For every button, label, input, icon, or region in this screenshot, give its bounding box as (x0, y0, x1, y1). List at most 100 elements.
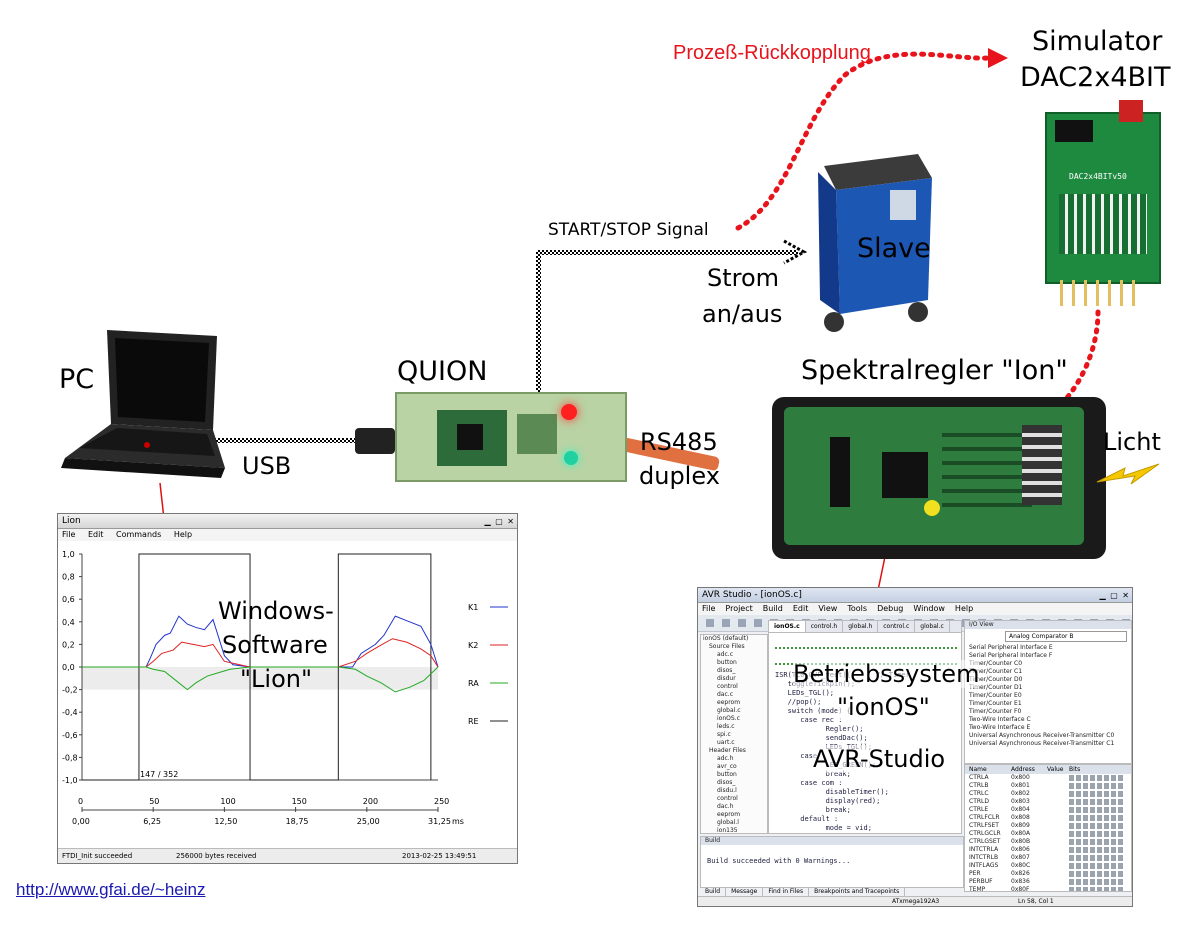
avr-menu-item[interactable]: File (702, 604, 716, 613)
avr-tree-item[interactable]: global.l (717, 819, 739, 826)
avr-menu-item[interactable]: Window (913, 604, 945, 613)
avr-editor-tab[interactable]: global.h (843, 621, 879, 632)
strom-label-line1: Strom (707, 264, 780, 292)
avr-tree-item[interactable]: control (717, 795, 738, 802)
betriebssystem-label-line1: Betriebssystem (793, 660, 980, 688)
avr-tree-item[interactable]: ionOS.c (717, 715, 740, 722)
avr-tree-item[interactable]: disdu.l (717, 787, 737, 794)
io-list-item[interactable]: Timer/Counter E1 (969, 700, 1022, 707)
usb-cable (203, 438, 355, 443)
build-message: Build succeeded with 0 Warnings... (707, 857, 851, 865)
avr-tree-item[interactable]: eeprom (717, 811, 741, 818)
avr-window-buttons[interactable]: ▁ ▢ ✕ (1099, 591, 1130, 600)
lion-window-buttons[interactable]: ▁ ▢ ✕ (484, 517, 515, 526)
register-address: 0x803 (1011, 798, 1030, 805)
avr-tree-item[interactable]: uart.c (717, 739, 735, 746)
avr-tree-item[interactable]: dac.c (717, 691, 733, 698)
avr-menu-item[interactable]: Project (725, 604, 753, 613)
avr-menu-item[interactable]: Debug (877, 604, 904, 613)
avr-tree-item[interactable]: ionOS (default) (703, 635, 749, 642)
avr-menu-item[interactable]: Edit (792, 604, 809, 613)
avr-tree-item[interactable]: eeprom (717, 699, 741, 706)
io-dropdown[interactable]: Analog Comparator B (1005, 631, 1127, 642)
avr-tree-item[interactable]: disos_ (717, 779, 736, 786)
lion-x-tick-bottom: 25,00 (357, 817, 380, 826)
avr-bottom-tab[interactable]: Build (700, 887, 727, 896)
io-list-item[interactable]: Timer/Counter C0 (969, 660, 1023, 667)
avr-tree-item[interactable]: global.c (717, 707, 741, 714)
avr-editor-tab[interactable]: control.c (878, 621, 916, 632)
avr-bottom-tab[interactable]: Message (726, 887, 764, 896)
register-bits (1069, 783, 1125, 789)
register-bits (1069, 807, 1125, 813)
io-list-item[interactable]: Serial Peripheral Interface E (969, 644, 1053, 651)
io-list-item[interactable]: Serial Peripheral Interface F (969, 652, 1053, 659)
io-list-item[interactable]: Timer/Counter C1 (969, 668, 1023, 675)
avr-code-line: sendDac(); (775, 734, 868, 742)
feedback-label: Prozeß-Rückkopplung (673, 42, 871, 64)
avr-tree-item[interactable]: avr_co (717, 763, 737, 770)
avr-tree-item[interactable]: disos_ (717, 667, 736, 674)
avr-tree-item[interactable]: button (717, 771, 737, 778)
url-link[interactable]: http://www.gfai.de/~heinz (16, 880, 206, 899)
register-name: CTRLC (969, 790, 989, 797)
avr-menu-item[interactable]: Tools (847, 604, 868, 613)
avr-tree-item[interactable]: ion135 (717, 827, 738, 834)
io-list-item[interactable]: Universal Asynchronous Receiver-Transmit… (969, 732, 1115, 739)
lion-status-right: 2013-02-25 13:49:51 (402, 852, 477, 860)
io-list-item[interactable]: Timer/Counter E0 (969, 692, 1022, 699)
register-name: CTRLD (969, 798, 989, 805)
avr-tree-item[interactable]: Header Files (709, 747, 746, 754)
avr-editor-tab[interactable]: ionOS.c (769, 621, 806, 632)
avr-tree-item[interactable]: disdur (717, 675, 736, 682)
avr-bottom-tab[interactable]: Find in Files (763, 887, 810, 896)
avr-tree-item[interactable]: control (717, 683, 738, 690)
lion-menu-commands[interactable]: Commands (115, 530, 162, 539)
avr-tree-item[interactable]: dac.h (717, 803, 734, 810)
io-list-item[interactable]: Timer/Counter F0 (969, 708, 1022, 715)
register-row[interactable]: CTRLD 0x803 (965, 798, 1131, 806)
avr-bottom-tab[interactable]: Breakpoints and Tracepoints (809, 887, 906, 896)
avr-editor-tab[interactable]: control.h (806, 621, 844, 632)
lion-menu-edit[interactable]: Edit (87, 530, 104, 539)
lion-series-k1 (82, 615, 439, 668)
avr-menu-item[interactable]: Build (762, 604, 783, 613)
io-list-item[interactable]: Two-Wire Interface C (969, 716, 1031, 723)
avr-code-line: case (775, 752, 818, 760)
io-list-item[interactable]: Timer/Counter D0 (969, 676, 1023, 683)
avr-tree-item[interactable]: leds.c (717, 723, 735, 730)
avr-editor-tab[interactable]: global.c (915, 621, 950, 632)
io-list-item[interactable]: Universal Asynchronous Receiver-Transmit… (969, 740, 1115, 747)
avr-tree-item[interactable]: button (717, 659, 737, 666)
io-list-item[interactable]: Timer/Counter D1 (969, 684, 1023, 691)
avr-menu-item[interactable]: View (818, 604, 838, 613)
lion-menu-file[interactable]: File (62, 530, 76, 539)
start-stop-cable-vertical (536, 250, 541, 450)
avr-tree-item[interactable]: Source Files (709, 643, 745, 650)
avr-tree-item[interactable]: adc.c (717, 651, 733, 658)
avr-tree-item[interactable]: spi.c (717, 731, 731, 738)
ion-controller-board (772, 397, 1106, 559)
register-address: 0x836 (1011, 878, 1030, 885)
lion-menu-help[interactable]: Help (173, 530, 193, 539)
avr-menu-item[interactable]: Help (954, 604, 974, 613)
register-bits (1069, 887, 1125, 891)
io-list-item[interactable]: Two-Wire Interface E (969, 724, 1031, 731)
avr-tree-item[interactable]: adc.h (717, 755, 734, 762)
register-address: 0x800 (1011, 774, 1030, 781)
